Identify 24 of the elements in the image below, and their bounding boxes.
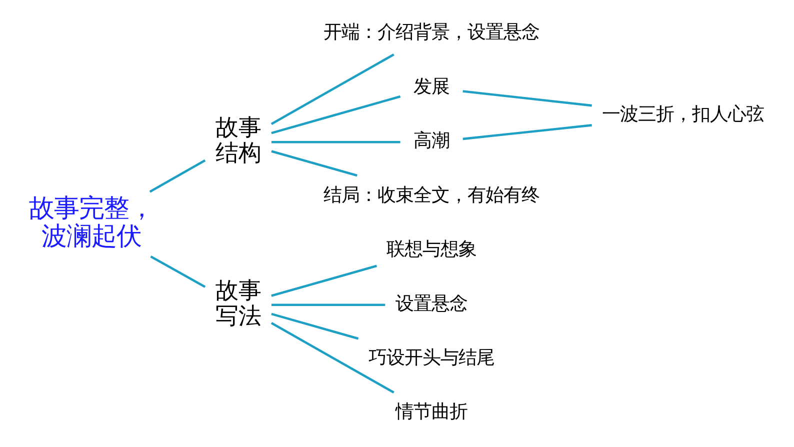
node-text: 情节曲折: [396, 402, 468, 423]
node-text: 发展: [414, 76, 450, 98]
connector: [271, 304, 386, 306]
connector: [271, 312, 359, 340]
node-text: 故事写法: [215, 278, 262, 330]
connector: [271, 264, 377, 297]
connector: [271, 140, 400, 144]
connector: [270, 53, 394, 125]
connector: [271, 95, 401, 134]
connector: [150, 255, 206, 288]
node-text: 设置悬念: [396, 293, 468, 314]
node-text: 结局：收束全文，有始有终: [324, 184, 540, 206]
connector: [271, 150, 358, 177]
connector: [462, 124, 592, 140]
node-text: 故事结构: [215, 115, 262, 167]
node-text: 联想与想象: [386, 239, 477, 260]
node-text: 巧设开头与结尾: [368, 347, 495, 368]
connector: [270, 322, 394, 394]
connector: [462, 90, 592, 107]
connector: [149, 159, 206, 193]
node-text: 开端：介绍背景，设置悬念: [324, 22, 540, 44]
node-text: 一波三折，扣人心弦: [602, 104, 764, 125]
node-text: 高潮: [414, 130, 450, 152]
node-text: 故事完整，波澜起伏: [29, 192, 154, 250]
